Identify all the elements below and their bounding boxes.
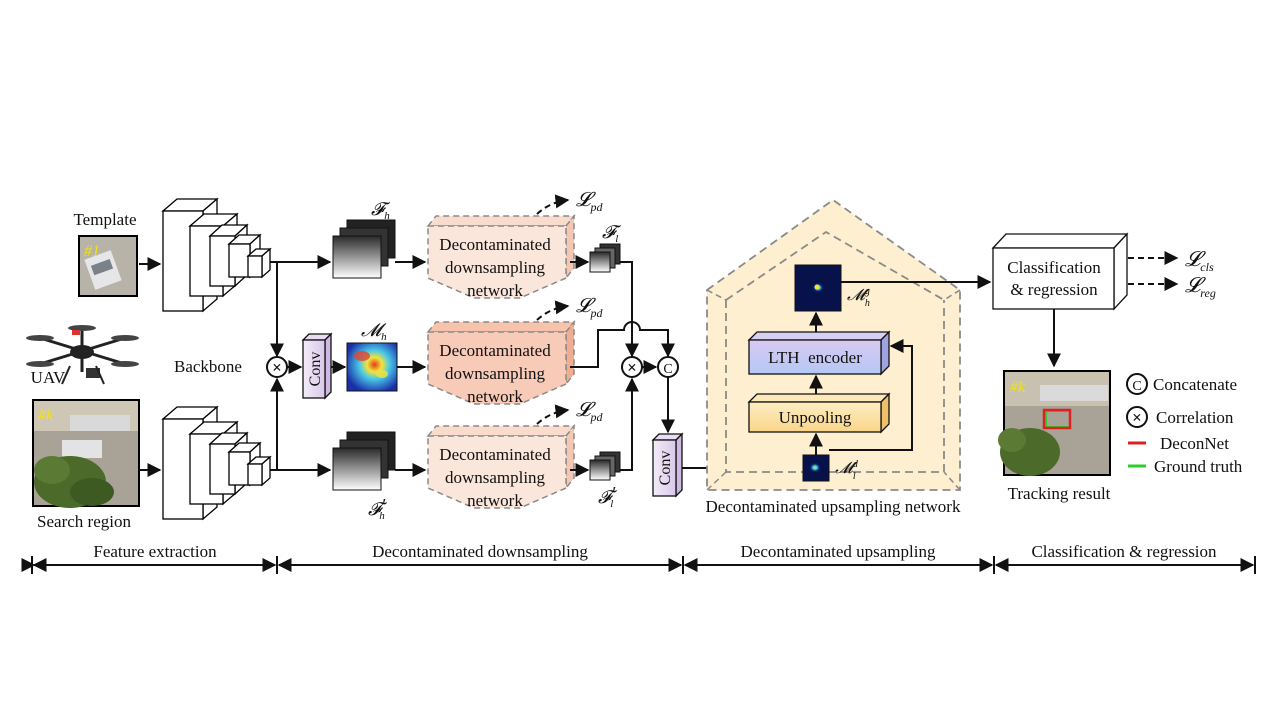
loss-pd-middle: 𝓛pd — [576, 295, 604, 320]
svg-text:C: C — [663, 362, 672, 377]
uav-drone-icon — [26, 325, 139, 385]
lth-encoder-block: LTH encoder — [747, 330, 891, 376]
heatmap-m-h-g — [794, 264, 842, 312]
m-h-symbol: 𝓜h — [361, 320, 387, 343]
uav-label: UAV — [31, 368, 66, 387]
svg-text:Unpooling: Unpooling — [779, 408, 852, 427]
heatmap-m-h — [346, 342, 398, 392]
conv-block-1: Conv — [301, 332, 333, 400]
correlation-node-2: × — [621, 356, 643, 378]
f-l-symbol: 𝓕l — [602, 222, 622, 245]
feature-stack-f-l — [589, 243, 621, 273]
template-image: #1 — [78, 235, 138, 297]
svg-text:Decontaminated: Decontaminated — [439, 445, 551, 464]
unpooling-block: Unpooling — [747, 392, 891, 434]
tracking-frame-number: #k — [1010, 379, 1026, 396]
stage-bar: Feature extraction Decontaminated downsa… — [21, 542, 1256, 574]
legend-deconnet: DeconNet — [1128, 434, 1229, 453]
svg-text:Classification: Classification — [1007, 258, 1101, 277]
search-region-label: Search region — [37, 512, 131, 531]
loss-cls: 𝓛cls — [1185, 247, 1214, 274]
f-h-symbol: 𝓕h — [371, 199, 391, 222]
svg-text:network: network — [467, 491, 523, 510]
svg-text:LTH encoder: LTH encoder — [768, 348, 862, 367]
dds-block-bottom: Decontaminated downsampling network — [426, 423, 576, 510]
svg-text:network: network — [467, 281, 523, 300]
feature-stack-f-l-prime — [589, 451, 621, 481]
svg-text:downsampling: downsampling — [445, 364, 546, 383]
tracking-result-image: #k — [998, 370, 1111, 476]
legend-ground-truth: Ground truth — [1128, 457, 1243, 476]
search-frame-number: #k — [38, 407, 54, 424]
svg-text:×: × — [272, 358, 282, 377]
dds-block-middle: Decontaminated downsampling network — [426, 319, 576, 406]
svg-text:Decontaminated: Decontaminated — [439, 341, 551, 360]
backbone-label: Backbone — [174, 357, 242, 376]
concat-node: C — [657, 356, 679, 378]
svg-text:C: C — [1132, 379, 1141, 394]
dds-block-top: Decontaminated downsampling network — [426, 213, 576, 300]
template-label: Template — [73, 210, 136, 229]
classification-regression-block: Classification & regression — [991, 232, 1129, 311]
loss-reg: 𝓛reg — [1185, 273, 1216, 300]
stage-decontaminated-downsampling: Decontaminated downsampling — [372, 542, 588, 561]
svg-text:Ground truth: Ground truth — [1154, 457, 1243, 476]
svg-text:downsampling: downsampling — [445, 258, 546, 277]
correlation-node-1: × — [266, 356, 288, 378]
stage-classification-regression: Classification & regression — [1031, 542, 1217, 561]
feature-stack-f-h-prime — [332, 431, 396, 491]
conv-block-2: Conv — [651, 432, 684, 498]
loss-pd-bottom: 𝓛pd — [576, 399, 604, 424]
svg-text:& regression: & regression — [1010, 280, 1098, 299]
backbone-bottom — [161, 405, 272, 521]
svg-text:Concatenate: Concatenate — [1153, 375, 1237, 394]
svg-text:×: × — [627, 358, 637, 377]
stage-decontaminated-upsampling: Decontaminated upsampling — [741, 542, 936, 561]
loss-pd-top: 𝓛pd — [576, 189, 604, 214]
svg-text:network: network — [467, 387, 523, 406]
heatmap-m-l-d — [802, 454, 830, 482]
svg-text:Decontaminated: Decontaminated — [439, 235, 551, 254]
svg-text:Conv: Conv — [307, 352, 324, 387]
svg-text:×: × — [1132, 408, 1142, 427]
f-h-prime-symbol: 𝓕′h — [368, 495, 388, 522]
svg-text:DeconNet: DeconNet — [1160, 434, 1229, 453]
legend-correlation: × Correlation — [1126, 406, 1234, 428]
svg-text:Conv: Conv — [657, 451, 674, 486]
f-l-prime-symbol: 𝓕′l — [598, 483, 618, 510]
tracking-result-label: Tracking result — [1008, 484, 1111, 503]
legend-concatenate: C Concatenate — [1126, 373, 1237, 395]
search-region-image: #k — [32, 399, 140, 508]
svg-text:Correlation: Correlation — [1156, 408, 1234, 427]
backbone-top — [161, 197, 272, 313]
upsampling-network-label: Decontaminated upsampling network — [706, 497, 961, 516]
template-frame-number: #1 — [84, 243, 100, 260]
feature-stack-f-h — [332, 219, 396, 279]
svg-text:downsampling: downsampling — [445, 468, 546, 487]
stage-feature-extraction: Feature extraction — [93, 542, 217, 561]
legend: C Concatenate × Correlation DeconNet Gro… — [1126, 373, 1243, 476]
